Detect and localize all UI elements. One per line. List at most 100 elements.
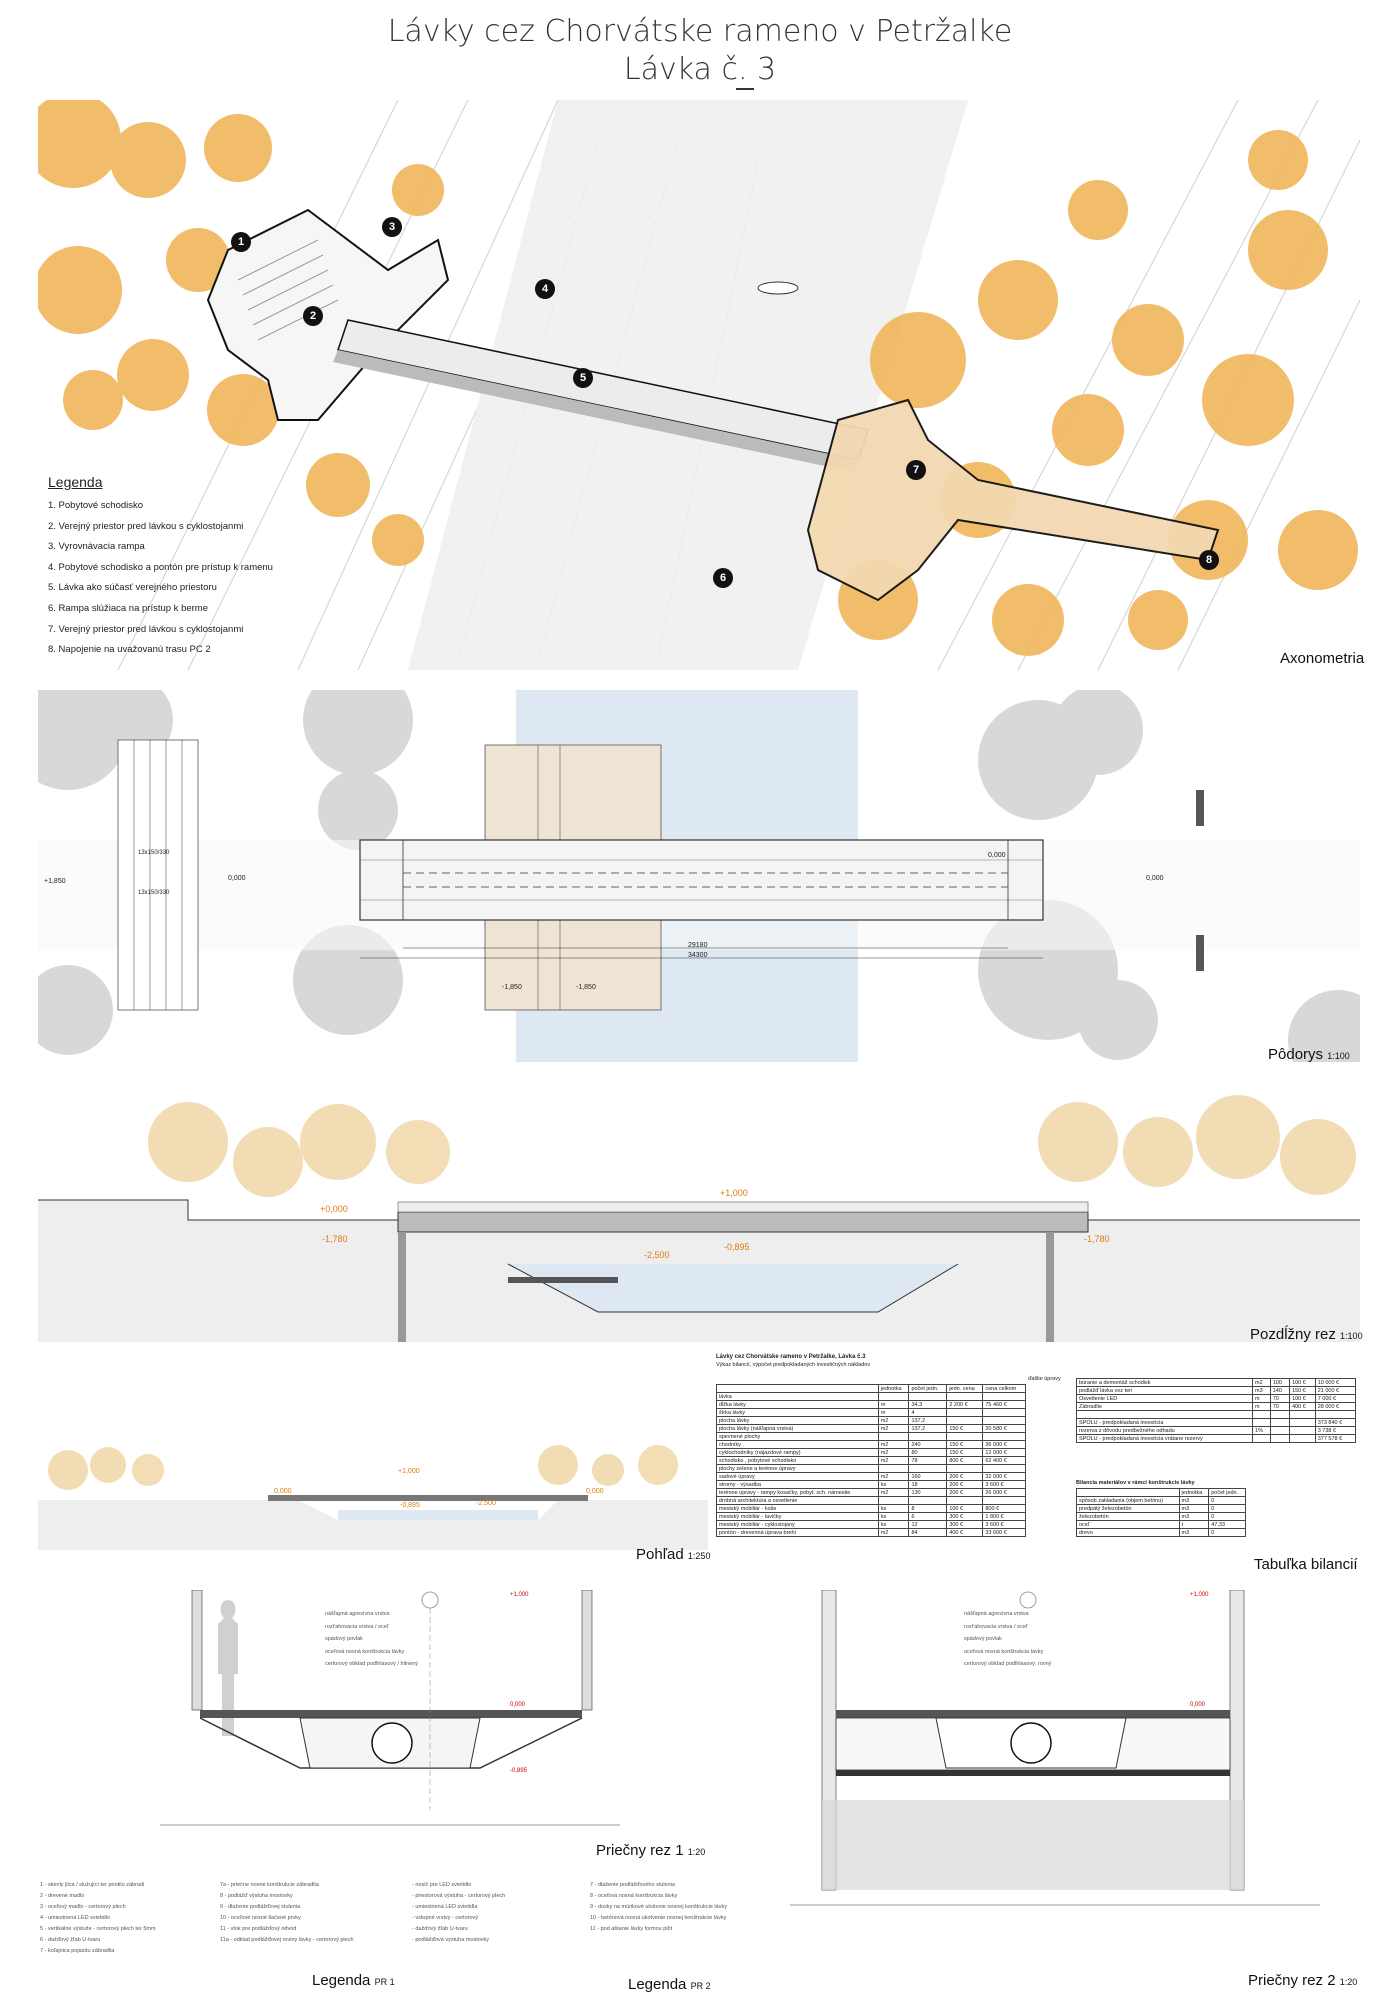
table-cell: 1% — [1252, 1426, 1271, 1435]
legenda-item: 6 - dažďový žľab U-tvaru — [40, 1937, 101, 1943]
table-cell: 400 € — [1289, 1402, 1316, 1411]
level-deck: 0,000 — [988, 852, 1006, 859]
legenda-item: 9 - dosky na múrikové uloženie nosnej ko… — [590, 1904, 727, 1910]
table-cell — [1269, 1410, 1291, 1419]
table-cell: 3 600 € — [982, 1480, 1026, 1489]
tabulka-title: Lávky cez Chorvátske rameno v Petržalke,… — [716, 1354, 866, 1360]
table-cell — [946, 1416, 984, 1425]
legenda-pr2-title: Legenda — [628, 1976, 687, 1993]
table-row: drobná architektúra a osvetlenie — [716, 1496, 1026, 1505]
legend-item: 1. Pobytové schodisko — [48, 500, 144, 511]
table-cell: schodisko , pobytové schodisko — [716, 1456, 879, 1465]
table-cell: lávka — [716, 1392, 879, 1401]
table-cell — [1289, 1418, 1316, 1427]
legenda-item: 7 - koľajnica pojazdu zábradlia — [40, 1948, 115, 1954]
rez1-level-a: +1,000 — [510, 1592, 529, 1598]
rez2-title: Priečny rez 2 — [1248, 1972, 1336, 1989]
podorys-drawing — [38, 690, 1360, 1062]
legenda-item: 11 - pod ablanie lávky formou plôt — [590, 1926, 673, 1932]
table-cell: dĺžka lávky — [716, 1400, 879, 1409]
table-cell: oceľ — [1076, 1520, 1180, 1529]
rez1-label: Priečny rez 1 1:20 — [596, 1842, 705, 1859]
level-right: 0,000 — [1146, 875, 1164, 882]
table-row: lávka — [716, 1392, 1026, 1401]
tabulka-panel: Lávky cez Chorvátske rameno v Petržalke,… — [716, 1354, 1360, 1537]
legenda-item: 10 - oceľové nosné tlačené prvky — [220, 1915, 301, 1921]
table-cell: mestský mobiliár - cyklostojany — [716, 1520, 879, 1529]
rez1-layers: nášľapná agresívna vrstva rozt'ahovacia … — [325, 1608, 418, 1671]
table-cell: spôsob zakladania (objem betónu) — [1076, 1496, 1180, 1505]
table-cell: 47,33 — [1208, 1520, 1246, 1529]
table-cell — [908, 1464, 948, 1473]
pohlad-drawing — [38, 1445, 708, 1550]
legenda-pr2-label: Legenda PR 2 — [628, 1976, 711, 1993]
legenda-item: - umiestnená LED svietidla — [412, 1904, 478, 1910]
table-cell — [1252, 1410, 1271, 1419]
table-cell: ks — [877, 1504, 910, 1513]
legenda-pr1-sub: PR 1 — [374, 1977, 395, 1987]
legenda-item: 8 - oceľová nosná konštrukcia lávky — [590, 1893, 678, 1899]
table-cell — [908, 1432, 948, 1441]
table-cell: 137,2 — [908, 1424, 948, 1433]
table-cell: m2 — [877, 1528, 910, 1537]
pohlad-label: Pohľad 1:250 — [636, 1546, 710, 1563]
table-cell — [946, 1464, 984, 1473]
table-cell: 2 200 € — [946, 1400, 984, 1409]
rez1-layer: certorový obklad podlhlasový / hlinený — [325, 1661, 418, 1667]
legenda-item: 10 - betónová nosná ukotvenie nosnej kon… — [590, 1915, 727, 1921]
table-cell: 200 € — [946, 1480, 984, 1489]
table-cell: SPOLU - predpokladaná investícia — [1076, 1418, 1253, 1427]
rez-level-left-bot: -1,780 — [322, 1234, 348, 1244]
table-cell: 7 000 € — [1314, 1394, 1357, 1403]
table-cell: 33 600 € — [982, 1528, 1026, 1537]
rez2-layer: nášľapná agresívna vrstva — [964, 1611, 1029, 1617]
table-cell: stromy - výsadba — [716, 1480, 879, 1489]
table-cell: m2 — [1252, 1378, 1271, 1387]
table-cell: 400 € — [946, 1528, 984, 1537]
legenda-pr1-col2: 7a - priečne nosné konštrukcie zábradlia… — [220, 1880, 405, 1946]
table-row: SPOLU - predpokladaná investícia vrátane… — [1076, 1434, 1357, 1443]
badge-5: 5 — [573, 368, 593, 388]
table-cell: m2 — [877, 1440, 910, 1449]
table-cell: plochy zelene a terénne úpravy — [716, 1464, 879, 1473]
table-cell: 300 € — [946, 1520, 984, 1529]
pohlad-level-right: 0,000 — [586, 1488, 604, 1495]
table-cell: počet jedn. — [908, 1384, 948, 1393]
rez2-level-a: +1,000 — [1190, 1592, 1209, 1598]
pozdlzny-scale: 1:100 — [1340, 1331, 1363, 1341]
rez-level-top: +1,000 — [720, 1188, 748, 1198]
dim-34300: 34300 — [688, 952, 708, 959]
page-subtitle: Lávka č. 3 — [0, 52, 1400, 87]
table-cell: 10 000 € — [1314, 1378, 1357, 1387]
legenda-item: 11a - odklad podlážďovej roviny lávky - … — [220, 1937, 354, 1943]
axonometria-legend: Legenda 1. Pobytové schodisko 2. Verejný… — [48, 474, 378, 665]
level-left: 0,000 — [228, 875, 246, 882]
table-cell: 150 € — [946, 1440, 984, 1449]
table-cell: m3 — [1178, 1504, 1210, 1513]
rez1-layer: oceľová nosná konštrukcia lávky — [325, 1648, 405, 1655]
table-cell: pontón - drevenná úprava brehí — [716, 1528, 879, 1537]
table-cell — [982, 1496, 1026, 1505]
table-cell — [982, 1408, 1026, 1417]
badge-3: 3 — [382, 217, 402, 237]
table-cell: 70 — [1269, 1402, 1291, 1411]
table-cell — [1289, 1426, 1316, 1435]
table-cell: 12 000 € — [982, 1448, 1026, 1457]
axonometria-drawing — [38, 100, 1360, 670]
table-cell — [946, 1392, 984, 1401]
rez1-layer: rozt'ahovacia vrstva / oceľ — [325, 1623, 389, 1630]
table-cell — [982, 1416, 1026, 1425]
rez-level-right: -1,780 — [1084, 1234, 1110, 1244]
pohlad-title: Pohľad — [636, 1546, 684, 1563]
rez-level-under: -0,895 — [724, 1242, 750, 1252]
